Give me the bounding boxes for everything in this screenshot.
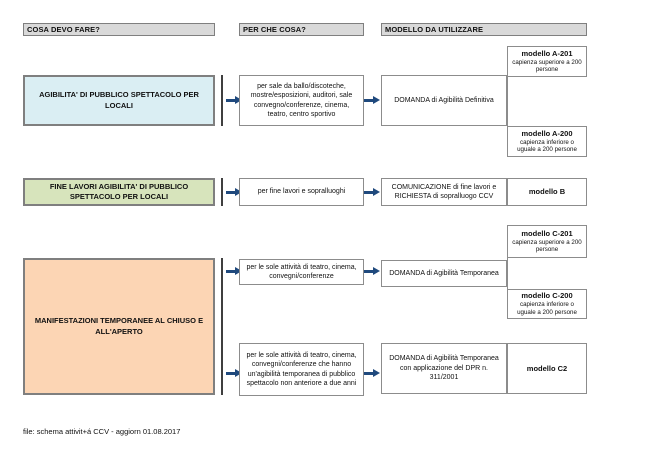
variant-box-modello-c2: modello C2	[507, 343, 587, 394]
purpose-box-attivita-teatro: per le sole attività di teatro, cinema, …	[239, 259, 364, 285]
variant-name: modello B	[528, 187, 566, 197]
connector-line	[507, 77, 508, 126]
variant-name: modello C-201	[521, 228, 573, 238]
arrow-stem	[364, 98, 374, 102]
arrow-head	[235, 96, 242, 104]
purpose-box-fine-lavori: per fine lavori e sopralluoghi	[239, 178, 364, 206]
right-arrow-icon	[226, 267, 242, 275]
right-arrow-icon	[226, 369, 242, 377]
right-arrow-icon	[364, 188, 380, 196]
right-arrow-icon	[364, 96, 380, 104]
arrow-stem	[226, 190, 236, 194]
variant-name: modello A-201	[521, 48, 573, 58]
variant-name: modello C2	[526, 363, 568, 373]
arrow-head	[235, 369, 242, 377]
arrow-stem	[226, 371, 236, 375]
right-arrow-icon	[364, 369, 380, 377]
source-box-manifestazioni-temporanee: MANIFESTAZIONI TEMPORANEE AL CHIUSO E AL…	[23, 258, 215, 395]
variant-note: capienza superiore a 200 persone	[512, 58, 582, 74]
arrow-head	[235, 267, 242, 275]
arrow-head	[235, 188, 242, 196]
arrow-head	[373, 267, 380, 275]
variant-name: modello A-200	[521, 128, 573, 138]
model-box-domanda-temporanea: DOMANDA di Agibilità Temporanea	[381, 260, 507, 287]
variant-box-modello-b: modello B	[507, 178, 587, 206]
arrow-stem	[226, 98, 236, 102]
variant-box-modello-a201: modello A-201 capienza superiore a 200 p…	[507, 46, 587, 77]
arrow-stem	[226, 269, 236, 273]
model-box-domanda-temporanea-dpr: DOMANDA di Agibilità Temporanea con appl…	[381, 343, 507, 394]
connector-line	[221, 75, 223, 126]
right-arrow-icon	[226, 96, 242, 104]
purpose-box-attivita-teatro-agibilita-esistente: per le sole attività di teatro, cinema, …	[239, 343, 364, 396]
connector-line	[507, 258, 508, 289]
connector-line	[221, 258, 223, 395]
file-footer-note: file: schema attivit+á CCV - aggiorn 01.…	[23, 427, 181, 436]
source-box-fine-lavori: FINE LAVORI AGIBILITA' DI PUBBLICO SPETT…	[23, 178, 215, 206]
arrow-stem	[364, 371, 374, 375]
purpose-box-sale-ballo: per sale da ballo/discoteche, mostre/esp…	[239, 75, 364, 126]
column-header-per-che-cosa: PER CHE COSA?	[239, 23, 364, 36]
variant-note: capienza superiore a 200 persone	[512, 238, 582, 254]
arrow-head	[373, 96, 380, 104]
right-arrow-icon	[364, 267, 380, 275]
arrow-stem	[364, 190, 374, 194]
arrow-stem	[364, 269, 374, 273]
column-header-modello-da-utilizzare: MODELLO DA UTILIZZARE	[381, 23, 587, 36]
variant-box-modello-a200: modello A-200 capienza inferiore o ugual…	[507, 126, 587, 157]
variant-box-modello-c200: modello C-200 capienza inferiore o ugual…	[507, 289, 587, 319]
source-box-agibilita-locali: AGIBILITA' DI PUBBLICO SPETTACOLO PER LO…	[23, 75, 215, 126]
column-header-cosa-devo-fare: COSA DEVO FARE?	[23, 23, 215, 36]
arrow-head	[373, 369, 380, 377]
model-box-domanda-definitiva: DOMANDA di Agibilità Definitiva	[381, 75, 507, 126]
right-arrow-icon	[226, 188, 242, 196]
variant-box-modello-c201: modello C-201 capienza superiore a 200 p…	[507, 225, 587, 258]
variant-note: capienza inferiore o uguale a 200 person…	[517, 301, 577, 316]
variant-note: capienza inferiore o uguale a 200 person…	[517, 138, 577, 154]
model-box-comunicazione-fine-lavori: COMUNICAZIONE di fine lavori e RICHIESTA…	[381, 178, 507, 206]
connector-line	[221, 178, 223, 206]
variant-name: modello C-200	[521, 291, 573, 301]
arrow-head	[373, 188, 380, 196]
